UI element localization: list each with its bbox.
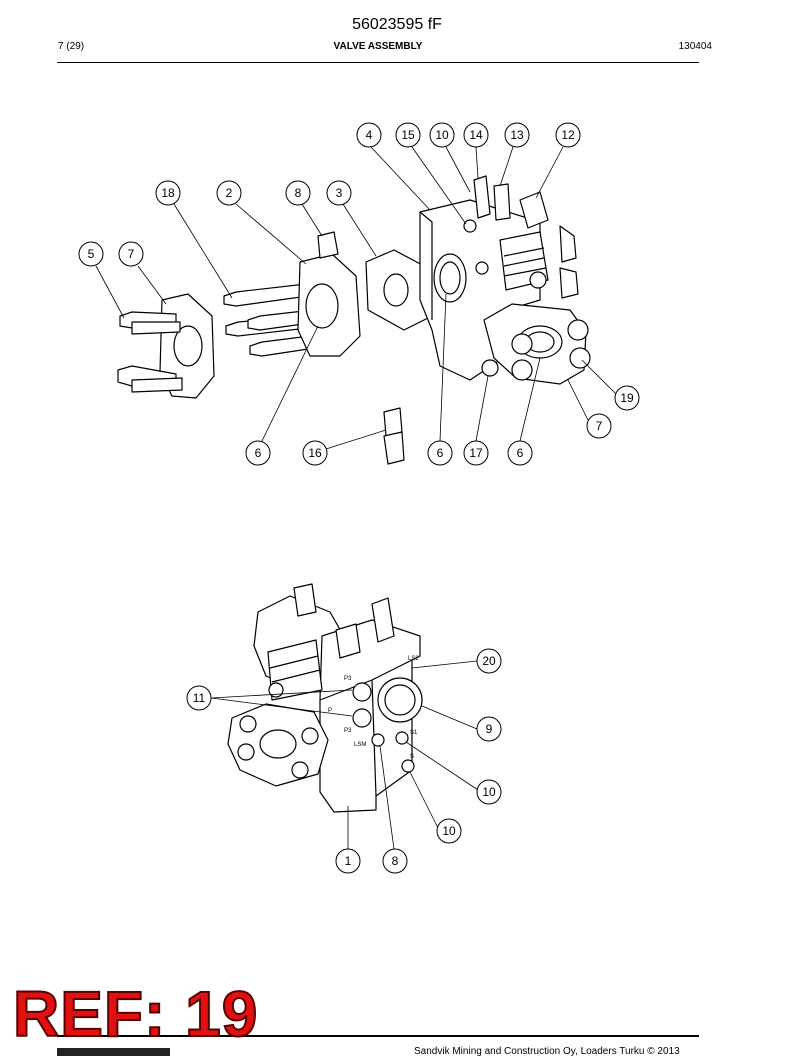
svg-text:12: 12 [561,128,575,142]
callout-13: 13 [504,122,530,148]
svg-text:6: 6 [517,446,524,460]
bolt-part [117,311,183,393]
callout-7: 7 [118,241,144,267]
callout-3: 3 [326,180,352,206]
callout-9: 9 [476,716,502,742]
port-label: P3 [344,676,352,682]
footer-copyright: Sandvik Mining and Construction Oy, Load… [414,1046,680,1057]
footer-rule [57,1035,699,1037]
svg-text:17: 17 [469,446,483,460]
svg-text:2: 2 [226,186,233,200]
callout-10: 10 [429,122,455,148]
callout-14: 14 [463,122,489,148]
port-label: LSM [354,742,366,748]
page-number: 7 (29) [58,41,85,52]
callout-8b: 8 [382,848,408,874]
svg-text:16: 16 [308,446,322,460]
svg-text:20: 20 [482,654,496,668]
svg-text:7: 7 [596,419,603,433]
svg-text:14: 14 [469,128,483,142]
svg-text:10: 10 [442,824,456,838]
svg-text:19: 19 [620,391,634,405]
callout-7b: 7 [586,413,612,439]
svg-text:15: 15 [401,128,415,142]
callout-11: 11 [186,685,212,711]
callout-4: 4 [356,122,382,148]
exploded-view [117,175,591,465]
callout-10d: 10 [436,818,462,844]
callout-17: 17 [463,440,489,466]
reference-stamp: REF: 19 [12,978,259,1050]
svg-text:6: 6 [437,446,444,460]
svg-text:4: 4 [366,128,373,142]
svg-text:13: 13 [510,128,524,142]
svg-text:10: 10 [482,785,496,799]
port-label: P [328,708,332,714]
document-number: 56023595 fF [352,16,442,33]
port-label: LS2 [408,656,419,662]
svg-text:8: 8 [392,854,399,868]
callout-18: 18 [155,180,181,206]
svg-text:6: 6 [255,446,262,460]
callout-6b: 6 [427,440,453,466]
callout-15: 15 [395,122,421,148]
svg-text:18: 18 [161,186,175,200]
callout-16: 16 [302,440,328,466]
leader-lines [95,146,617,450]
callout-12: 12 [555,122,581,148]
port-label: S [410,754,414,760]
port-label: P3 [344,728,352,734]
svg-text:11: 11 [193,691,206,705]
callouts-top: 4 15 10 14 13 12 18 2 8 3 5 7 19 7 6 16 … [78,122,640,466]
callout-20: 20 [476,648,502,674]
callout-5: 5 [78,241,104,267]
svg-text:3: 3 [336,186,343,200]
callout-2: 2 [216,180,242,206]
port-labels: LS2 P3 P P3 S1 LSM S [328,656,419,760]
svg-text:1: 1 [345,854,352,868]
svg-text:7: 7 [128,247,135,261]
svg-text:9: 9 [486,722,493,736]
svg-text:8: 8 [295,186,302,200]
svg-text:10: 10 [435,128,449,142]
company-logo [57,1048,170,1056]
callout-6: 6 [245,440,271,466]
assembled-view [227,583,423,813]
callouts-bottom: 20 11 9 10 10 1 8 [186,648,502,874]
callout-10c: 10 [476,779,502,805]
callout-8: 8 [285,180,311,206]
page-title: VALVE ASSEMBLY [333,41,423,52]
svg-text:5: 5 [88,247,95,261]
header-rule [57,62,699,63]
callout-1: 1 [335,848,361,874]
header-date: 130404 [678,41,712,52]
leader-lines-bottom [210,660,479,850]
port-label: S1 [410,730,418,736]
callout-19: 19 [614,385,640,411]
callout-6c: 6 [507,440,533,466]
